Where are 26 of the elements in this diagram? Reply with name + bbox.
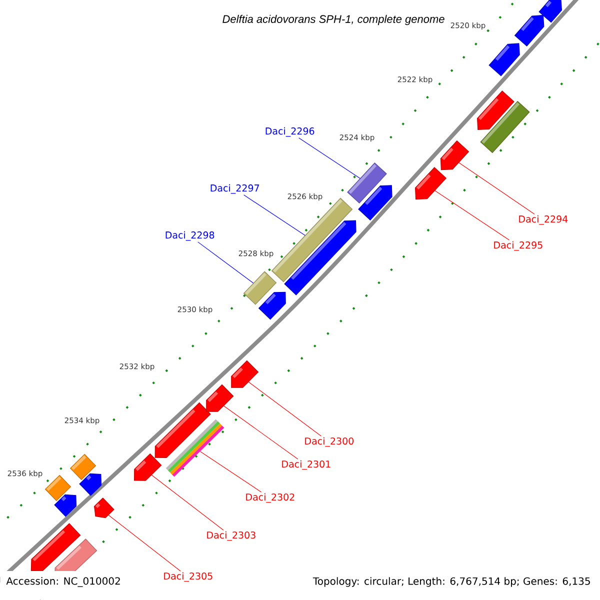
leader-line [244, 194, 306, 236]
gene-label: Daci_2302 [246, 493, 294, 503]
leader-line [151, 474, 224, 530]
gene-label: Daci_2300 [305, 437, 354, 447]
gene-label: Daci_2294 [519, 215, 568, 225]
info-text: Accession: NC_010002 [0, 571, 124, 593]
title: Delftia acidovorans SPH-1, complete genome [222, 14, 444, 26]
leader-line [198, 242, 254, 284]
gene-label: Daci_2303 [207, 531, 256, 541]
gene-block [206, 384, 234, 412]
leader-line [200, 451, 262, 492]
gene-label: Daci_2305 [164, 572, 212, 582]
info-text: Topology: circular; Length: 6,767,514 bp; Genes: 6,135 [312, 577, 590, 587]
gene-label: Daci_2298 [166, 231, 214, 241]
leader-line [223, 406, 298, 460]
gene-bar [166, 419, 224, 477]
leader-line [108, 514, 181, 572]
gene-block [94, 498, 114, 518]
leader-line [458, 162, 535, 214]
leader-line [248, 382, 322, 436]
gene-label: Daci_2301 [282, 460, 330, 470]
leader-line [298, 138, 360, 179]
gene-label: Daci_2295 [494, 241, 542, 251]
gene-label: Daci_2296 [266, 127, 314, 137]
leader-line [434, 190, 510, 240]
gene-label: Daci_2297 [210, 184, 259, 194]
